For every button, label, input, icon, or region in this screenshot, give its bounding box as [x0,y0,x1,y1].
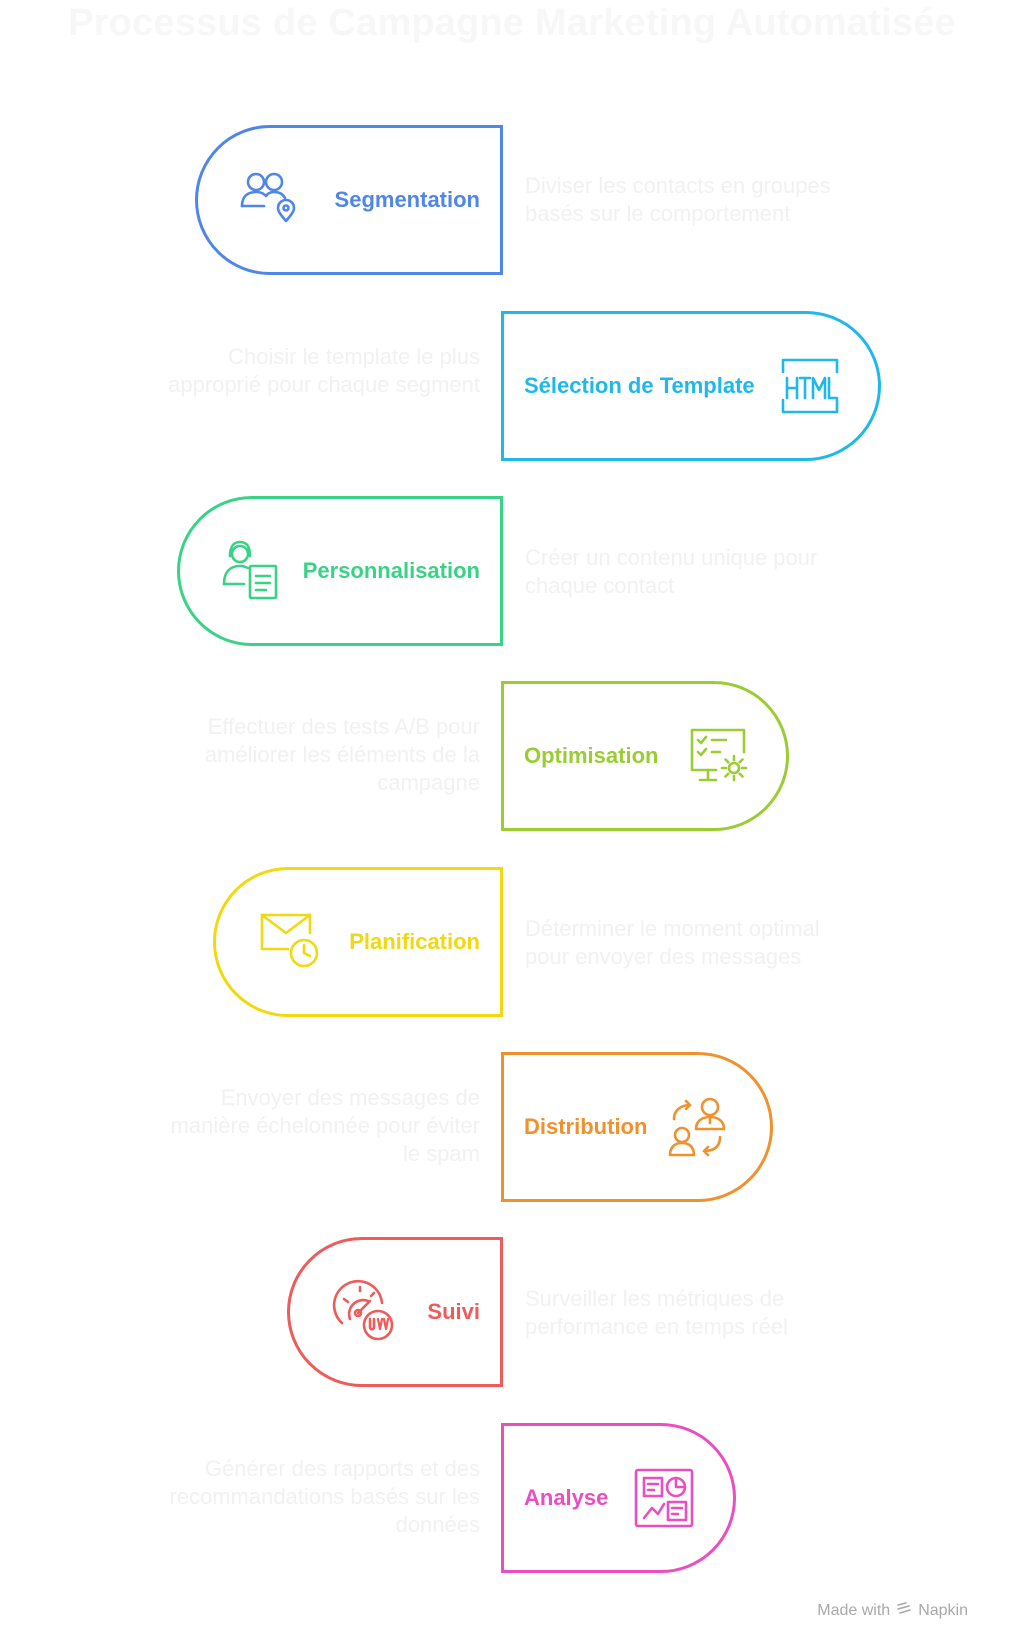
step-label-analyse: Analyse [524,1485,609,1510]
step-label-planification: Planification [349,929,480,954]
step-label-personnalisation: Personnalisation [302,558,480,583]
step-label-suivi: Suivi [427,1299,480,1324]
checklist-gear-icon [686,724,750,788]
users-location-icon [238,168,302,232]
step-description-suivi: Surveiller les métriques de performance … [525,1286,788,1339]
step-suivi: Suivi [287,1237,503,1387]
dashboard-icon [632,1466,696,1530]
napkin-logo-icon [896,1600,912,1621]
step-distribution: Distribution [501,1052,773,1202]
step-description-selection-template: Choisir le template le plus approprié po… [168,344,480,397]
footer-brand: Napkin [918,1601,968,1619]
step-personnalisation: Personnalisation [177,496,503,646]
footer-made-with: Made with [817,1601,891,1619]
mail-clock-icon [258,909,322,973]
html-icon [778,354,842,418]
step-label-distribution: Distribution [524,1114,648,1139]
step-label-selection-template: Sélection de Template [524,373,755,398]
user-document-icon [220,538,284,602]
step-analyse: Analyse [501,1423,736,1573]
step-label-optimisation: Optimisation [524,743,659,768]
step-description-optimisation: Effectuer des tests A/B pour améliorer l… [204,714,480,795]
step-segmentation: Segmentation [195,125,503,275]
users-exchange-icon [668,1095,732,1159]
gauge-icon [332,1279,396,1343]
step-description-segmentation: Diviser les contacts en groupes basés su… [525,173,831,226]
step-description-planification: Déterminer le moment optimal pour envoye… [525,916,820,969]
step-label-segmentation: Segmentation [334,187,480,212]
step-description-personnalisation: Créer un contenu unique pour chaque cont… [525,545,818,598]
footer: Made with Napkin [817,1600,968,1621]
step-optimisation: Optimisation [501,681,789,831]
step-description-distribution: Envoyer des messages de manière échelonn… [170,1085,480,1166]
step-description-analyse: Générer des rapports et des recommandati… [169,1456,480,1537]
page-title: Processus de Campagne Marketing Automati… [68,2,956,44]
step-planification: Planification [213,867,503,1017]
